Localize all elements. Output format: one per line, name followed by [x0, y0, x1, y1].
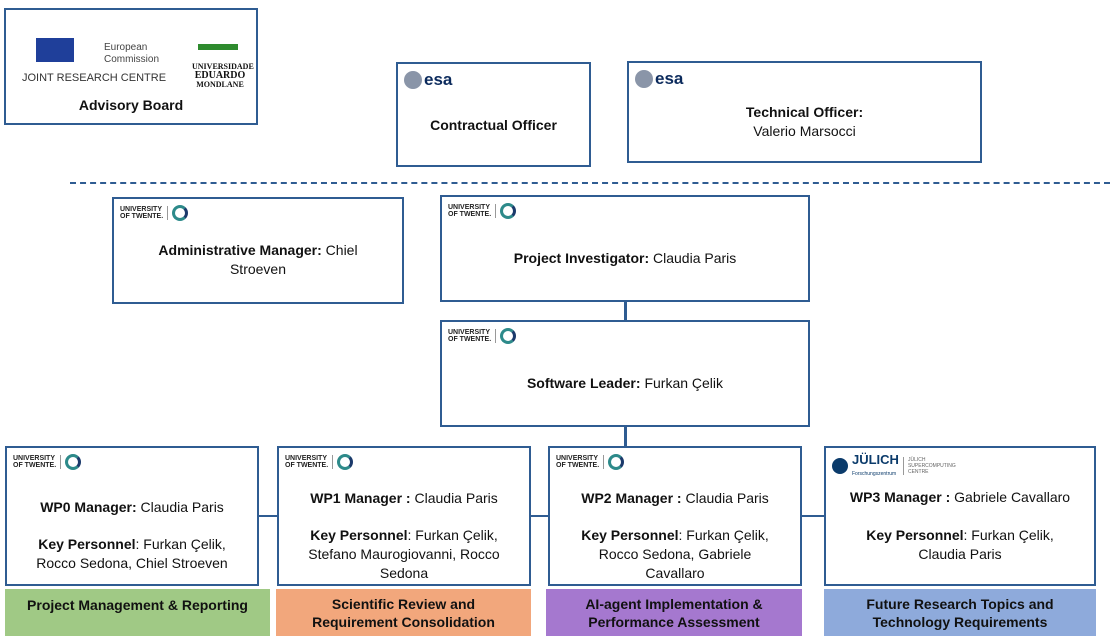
- connector-line: [624, 302, 627, 320]
- pi-role: Project Investigator:: [513, 250, 650, 266]
- esa-globe-icon: [635, 70, 653, 88]
- wp3-key-label: Key Personnel: [866, 527, 964, 543]
- advisory-board-title: Advisory Board: [78, 97, 184, 113]
- wp0-task-label: Project Management & Reporting: [5, 589, 270, 636]
- pi-name: Claudia Paris: [653, 250, 737, 266]
- uem-text-2: EDUARDO: [194, 70, 246, 81]
- uem-text-1: UNIVERSIDADE: [192, 62, 254, 71]
- wp2-key-personnel: : Furkan Çelik, Rocco Sedona, Gabriele C…: [598, 527, 769, 581]
- itc-icon: [337, 454, 354, 470]
- technical-officer-box: esa Technical Officer: Valerio Marsocci: [627, 61, 982, 163]
- uem-text-3: MONDLANE: [196, 80, 244, 89]
- esa-logo: esa: [635, 69, 683, 89]
- itc-icon: [172, 205, 189, 221]
- wp2-manager: Claudia Paris: [685, 490, 769, 506]
- jrc-logo-text: JOINT RESEARCH CENTRE: [22, 72, 167, 84]
- esa-logo-text: esa: [655, 69, 684, 88]
- admin-name: Chiel Stroeven: [229, 242, 358, 277]
- itc-icon: [608, 454, 625, 470]
- julich-icon: [832, 458, 848, 474]
- esa-globe-icon: [404, 71, 422, 89]
- connector-line: [801, 515, 824, 517]
- wp0-manager: Claudia Paris: [140, 499, 224, 515]
- wp3-key-personnel: : Furkan Çelik, Claudia Paris: [918, 527, 1054, 562]
- wp1-manager: Claudia Paris: [414, 490, 498, 506]
- wp3-manager: Gabriele Cavallaro: [954, 489, 1071, 505]
- eu-flag-icon: [36, 38, 74, 62]
- technical-officer-name: Valerio Marsocci: [753, 123, 856, 139]
- esa-logo: esa: [404, 70, 452, 90]
- esa-logo-text: esa: [424, 70, 453, 89]
- wp3-manager-label: WP3 Manager :: [849, 489, 951, 505]
- wp0-manager-label: WP0 Manager:: [40, 499, 137, 515]
- connector-line: [259, 515, 277, 517]
- contractual-officer-box: esa Contractual Officer: [396, 62, 591, 167]
- itc-icon: [500, 203, 517, 219]
- itc-icon: [500, 328, 517, 344]
- wp2-task-label: AI-agent Implementation & Performance As…: [546, 589, 802, 636]
- divider-dashed-line: [70, 182, 1110, 184]
- wp0-key-personnel: : Furkan Çelik, Rocco Sedona, Chiel Stro…: [36, 536, 228, 571]
- wp2-key-label: Key Personnel: [581, 527, 679, 543]
- wp1-task-label: Scientific Review and Requirement Consol…: [276, 589, 531, 636]
- admin-role: Administrative Manager:: [158, 242, 322, 258]
- technical-officer-title: Technical Officer:: [745, 104, 864, 120]
- connector-line: [624, 427, 627, 446]
- wp1-manager-label: WP1 Manager :: [310, 490, 411, 506]
- wp1-key-label: Key Personnel: [310, 527, 408, 543]
- advisory-board-box: European Commission JOINT RESEARCH CENTR…: [4, 8, 258, 125]
- itc-icon: [65, 454, 82, 470]
- connector-line: [530, 515, 548, 517]
- wp1-key-personnel: : Furkan Çelik, Stefano Maurogiovanni, R…: [308, 527, 500, 581]
- ec-logo-text: European: [104, 42, 148, 53]
- software-role: Software Leader:: [526, 375, 641, 391]
- wp3-task-label: Future Research Topics and Technology Re…: [824, 589, 1096, 636]
- contractual-officer-title: Contractual Officer: [430, 117, 557, 133]
- uem-logo-icon: [198, 20, 238, 50]
- wp0-key-label: Key Personnel: [38, 536, 136, 552]
- software-name: Furkan Çelik: [644, 375, 724, 391]
- wp2-manager-label: WP2 Manager :: [581, 490, 682, 506]
- ec-logo-text-2: Commission: [104, 54, 160, 65]
